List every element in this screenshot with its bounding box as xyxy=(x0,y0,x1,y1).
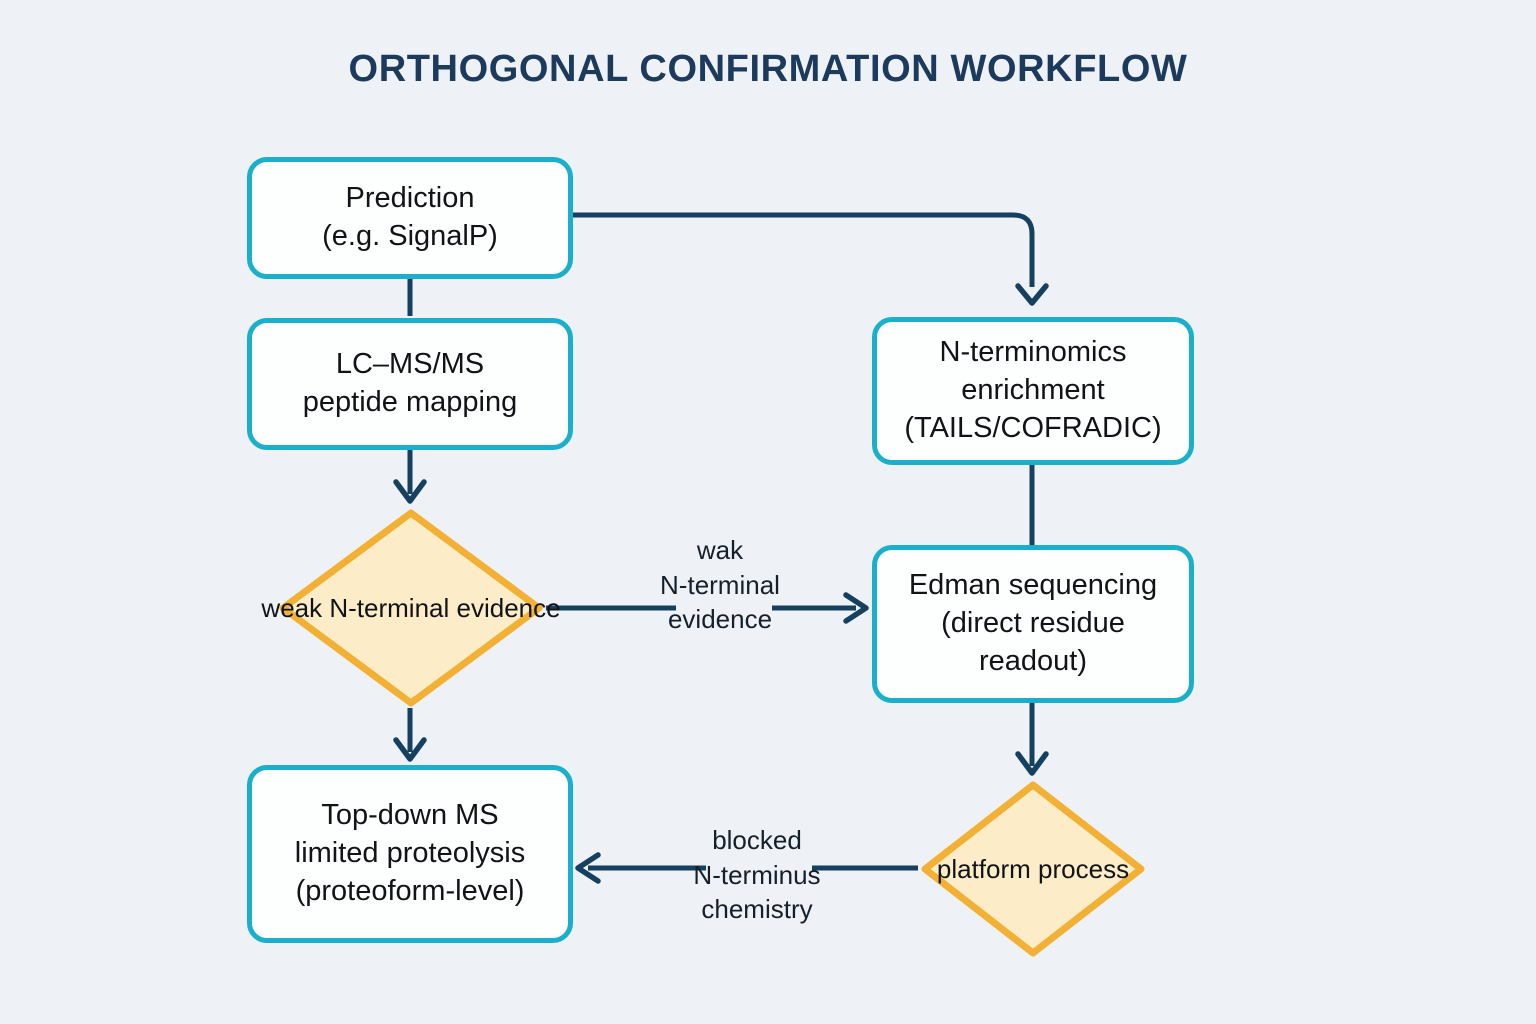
node-nterminomics-line3: (TAILS/COFRADIC) xyxy=(904,411,1162,444)
node-topdown-line3: (proteoform-level) xyxy=(295,874,525,907)
node-weak-n-terminal-evidence[interactable]: weak N-terminal evidence xyxy=(261,508,561,708)
node-lcmsms-peptide-mapping[interactable]: LC–MS/MS peptide mapping xyxy=(247,318,573,450)
edge-platform-to-topdown xyxy=(575,852,918,884)
edge-edman-to-platform xyxy=(1015,703,1049,776)
edge-weak-to-edman xyxy=(546,592,869,624)
edge-label-platform-to-topdown: blocked N-terminus chemistry xyxy=(612,823,902,927)
node-platform-process[interactable]: platform process xyxy=(920,780,1146,958)
node-n-terminomics-enrichment[interactable]: N-terminomics enrichment (TAILS/COFRADIC… xyxy=(872,317,1194,465)
node-weak-line2: N-terminal xyxy=(329,592,450,623)
edge-label-weak-line3: evidence xyxy=(667,604,773,635)
edge-label-weak-line2: N-terminal xyxy=(660,569,780,600)
node-platform-line1: platform xyxy=(936,853,1031,884)
edge-label-blocked-line1: blocked xyxy=(712,825,802,855)
page-title: ORTHOGONAL CONFIRMATION WORKFLOW xyxy=(348,48,1188,90)
node-lcmsms-line2: peptide mapping xyxy=(302,386,518,418)
node-edman-line3: readout) xyxy=(978,644,1087,677)
edge-label-blocked-line2: N-terminus xyxy=(693,859,821,890)
edge-prediction-to-nterminomics xyxy=(573,212,1049,306)
diamond-shape-icon xyxy=(279,509,543,707)
edge-label-weak-line1: wak xyxy=(696,535,744,565)
node-topdown-line2: limited proteolysis xyxy=(294,837,526,870)
node-prediction[interactable]: Prediction (e.g. SignalP) xyxy=(247,157,573,279)
edge-lcmsms-to-weak xyxy=(393,450,427,504)
node-edman-line1: Edman sequencing xyxy=(908,569,1158,602)
edge-label-blocked-line3: chemistry xyxy=(701,894,813,925)
node-nterminomics-line1: N-terminomics xyxy=(939,336,1127,369)
node-lcmsms-line1: LC–MS/MS xyxy=(335,348,485,381)
node-weak-line1: weak xyxy=(261,592,323,623)
node-platform-line2: process xyxy=(1038,853,1130,884)
node-weak-line3: evidence xyxy=(456,592,561,623)
node-edman-line2: (direct residue xyxy=(941,607,1125,640)
edge-weak-to-topdown xyxy=(393,708,427,762)
node-nterminomics-line2: enrichment xyxy=(961,374,1105,407)
edge-label-weak-to-edman: wak N-terminal evidence xyxy=(575,533,865,637)
node-top-down-ms[interactable]: Top-down MS limited proteolysis (proteof… xyxy=(247,765,573,943)
node-topdown-line1: Top-down MS xyxy=(321,799,499,832)
node-edman-sequencing[interactable]: Edman sequencing (direct residue readout… xyxy=(872,545,1194,703)
diamond-shape-icon xyxy=(921,781,1145,957)
node-prediction-line1: Prediction xyxy=(345,182,475,215)
node-prediction-line2: (e.g. SignalP) xyxy=(322,220,498,252)
